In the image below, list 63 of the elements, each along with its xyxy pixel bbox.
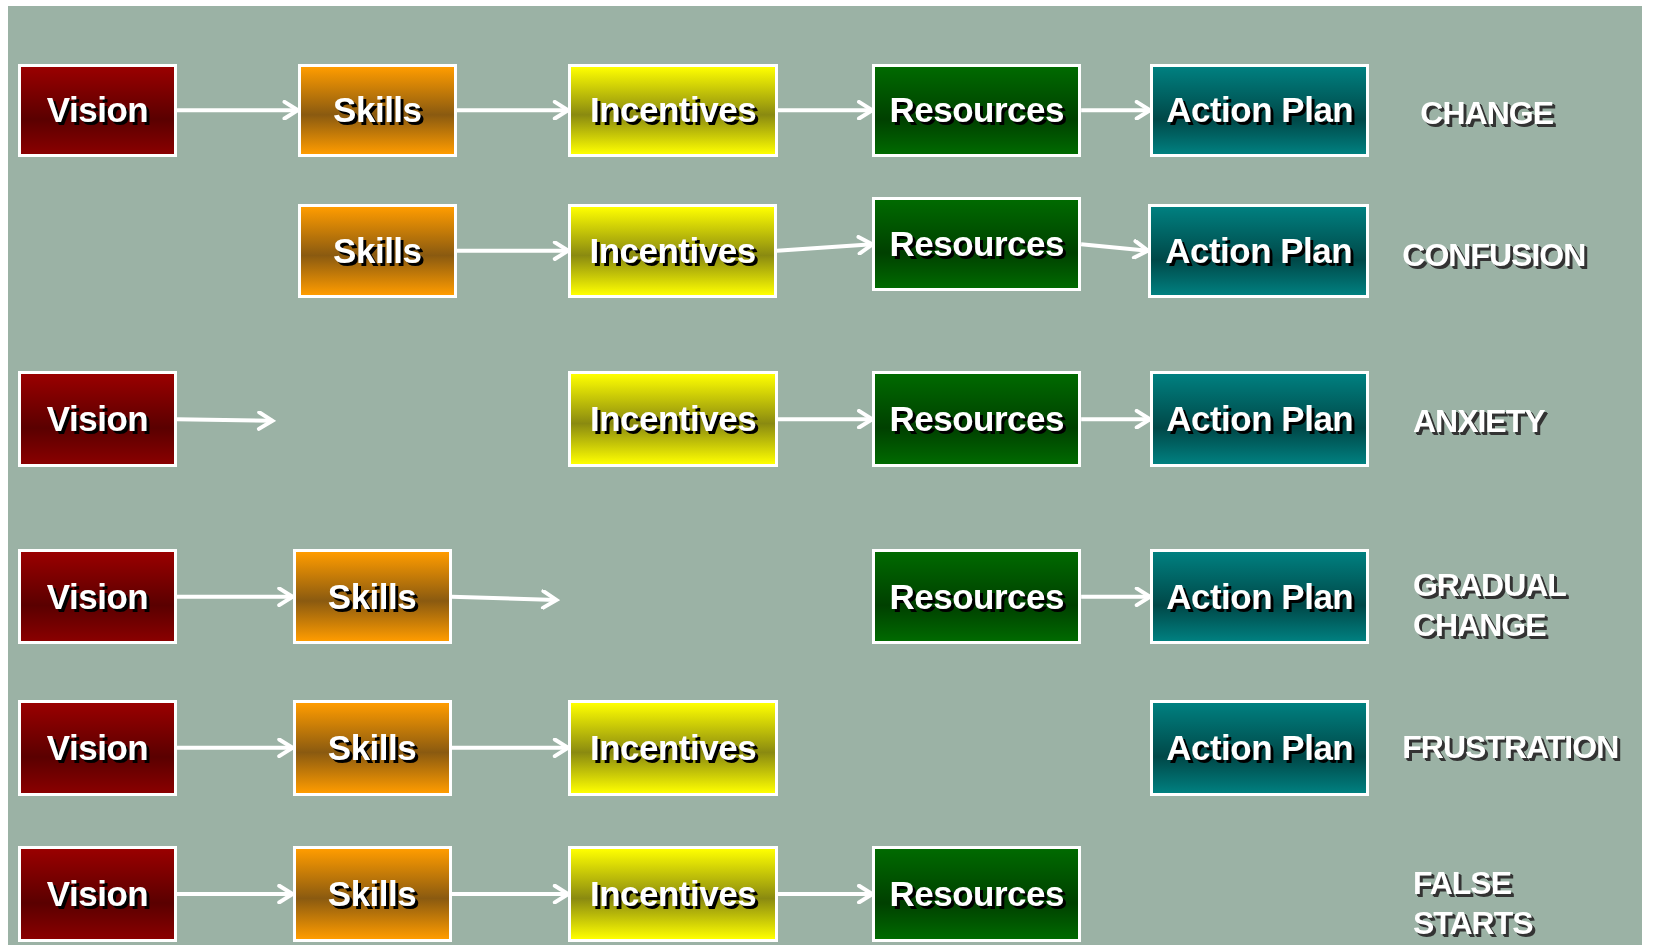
box-label: Skills xyxy=(327,576,417,617)
box-label: Incentives xyxy=(589,399,757,440)
incentives-box xyxy=(568,845,778,943)
box-label: Resources xyxy=(889,874,1064,915)
box-label: Resources xyxy=(889,224,1064,265)
box-label: Skills xyxy=(327,727,417,768)
box-label: Skills xyxy=(327,874,417,915)
box-label: Skills xyxy=(333,230,422,271)
incentives-box xyxy=(568,699,778,796)
action-plan-box xyxy=(1150,63,1370,157)
resources-box xyxy=(872,370,1082,468)
outcome-label: CONFUSION xyxy=(1402,236,1587,276)
vision-box xyxy=(18,699,177,796)
box-label: Incentives xyxy=(589,874,757,915)
skills-box xyxy=(297,63,457,157)
box-label: Vision xyxy=(46,727,149,768)
outcome-label: FALSE STARTS xyxy=(1412,863,1534,943)
vision-box xyxy=(18,63,177,157)
arrow xyxy=(451,589,559,610)
box-label: Incentives xyxy=(589,90,757,131)
skills-box xyxy=(292,845,452,943)
arrow xyxy=(177,586,295,608)
action-plan-box xyxy=(1150,370,1370,468)
action-plan-box xyxy=(1150,549,1370,645)
box-label: Incentives xyxy=(589,230,756,271)
outcome-label: FRUSTRATION xyxy=(1402,728,1620,768)
box-label: Vision xyxy=(46,90,149,131)
incentives-box xyxy=(568,203,777,298)
box-label: Action Plan xyxy=(1165,230,1353,271)
skills-box xyxy=(297,203,457,298)
arrow xyxy=(177,99,300,121)
box-label: Action Plan xyxy=(1166,576,1354,617)
resources-box xyxy=(872,197,1082,292)
skills-box xyxy=(292,699,452,796)
action-plan-box xyxy=(1150,699,1370,796)
arrow xyxy=(177,883,295,905)
incentives-box xyxy=(568,370,778,468)
resources-box xyxy=(872,63,1082,157)
box-label: Vision xyxy=(46,576,149,617)
arrow xyxy=(176,410,275,431)
box-label: Resources xyxy=(889,399,1064,440)
vision-box xyxy=(18,549,177,645)
arrow xyxy=(1080,239,1150,260)
action-plan-box xyxy=(1147,203,1370,298)
box-label: Resources xyxy=(889,90,1064,131)
box-label: Action Plan xyxy=(1166,399,1354,440)
box-label: Vision xyxy=(46,399,149,440)
box-label: Incentives xyxy=(589,727,757,768)
arrow xyxy=(177,737,295,759)
incentives-box xyxy=(568,63,778,157)
box-label: Resources xyxy=(889,576,1064,617)
box-label: Vision xyxy=(46,874,149,915)
vision-box xyxy=(18,845,177,943)
box-label: Action Plan xyxy=(1166,727,1354,768)
box-label: Skills xyxy=(333,90,422,131)
vision-box xyxy=(18,370,177,468)
resources-box xyxy=(872,845,1082,943)
skills-box xyxy=(292,549,452,645)
outcome-label: CHANGE xyxy=(1420,94,1554,134)
outcome-label: GRADUAL CHANGE xyxy=(1412,565,1567,645)
resources-box xyxy=(872,549,1082,645)
box-label: Action Plan xyxy=(1166,90,1354,131)
outcome-label: ANXIETY xyxy=(1412,401,1546,441)
